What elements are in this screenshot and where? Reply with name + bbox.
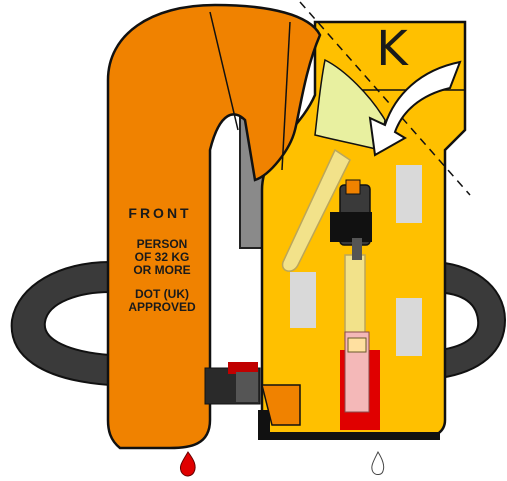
person-line-2: OF 32 KG	[135, 250, 190, 264]
approved-line-2: APPROVED	[128, 300, 196, 314]
person-line-3: OR MORE	[133, 263, 190, 277]
front-label: FRONT	[128, 205, 191, 221]
belt-buckle	[205, 362, 260, 404]
approved-line-1: DOT (UK)	[135, 287, 189, 301]
panel-letter: K	[376, 21, 409, 77]
drop-icon	[180, 452, 195, 476]
drop-icon	[372, 452, 384, 475]
person-line-1: PERSON	[137, 237, 188, 251]
